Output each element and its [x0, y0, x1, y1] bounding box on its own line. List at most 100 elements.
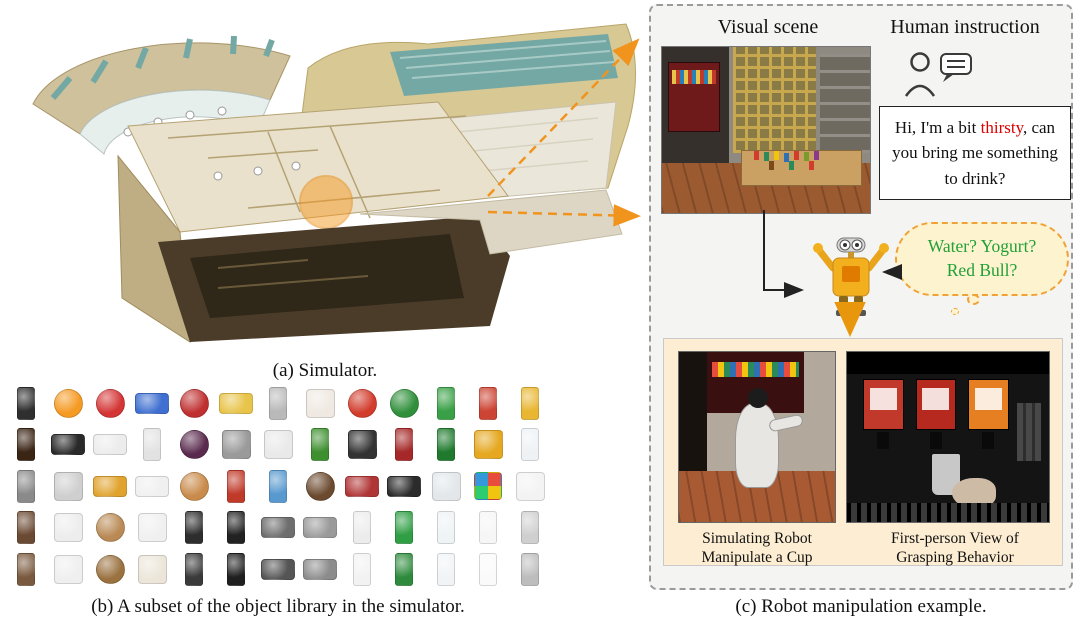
object-trash-bin: [174, 509, 214, 547]
object-red-book: [384, 426, 424, 464]
demo1-drink-cans: [711, 362, 800, 378]
thought-cloud: Water? Yogurt? Red Bull?: [895, 222, 1069, 296]
demo2-nozzle: [929, 431, 942, 449]
object-wet-tissue-pack: [132, 467, 172, 505]
caption-a: (a) Simulator.: [272, 360, 378, 381]
object-red-pouch: [342, 467, 382, 505]
human-instruction-text: Hi, I'm a bit thirsty, can you bring me …: [879, 106, 1071, 200]
demo2-nozzle: [877, 431, 890, 449]
object-kitchen-scale: [48, 509, 88, 547]
object-bead-bracelet: [300, 467, 340, 505]
demo2-dispenser-orange: [968, 379, 1009, 431]
object-orange: [48, 384, 88, 422]
object-green-soda-bottle: [384, 509, 424, 547]
person-speech-icon: [903, 48, 977, 100]
demo2-nozzle: [982, 431, 995, 449]
object-spray-bottle: [342, 509, 382, 547]
object-gray-tray: [300, 509, 340, 547]
object-black-tumbler: [216, 550, 256, 588]
robot-icon: [809, 232, 893, 328]
demo1-robot-body: [735, 403, 779, 488]
demo1-caption: Simulating Robot Manipulate a Cup: [701, 530, 813, 567]
object-ladle: [6, 467, 46, 505]
object-mortar-pestle: [48, 467, 88, 505]
object-rice-cooker: [132, 509, 172, 547]
object-white-bottle: [468, 509, 508, 547]
visual-scene-label: Visual scene: [717, 16, 819, 38]
instruction-prefix: Hi, I'm a bit: [894, 117, 981, 137]
robot-right-arm-icon: [865, 246, 887, 272]
scene-display-table: [741, 149, 862, 187]
object-kettle: [6, 384, 46, 422]
object-paper-roll: [258, 384, 298, 422]
object-milk-carton: [258, 467, 298, 505]
object-paper-cup: [510, 509, 550, 547]
object-pringles-can: [216, 467, 256, 505]
object-serving-tray: [258, 550, 298, 588]
object-juice-box: [426, 384, 466, 422]
person-head-icon: [910, 52, 930, 72]
demo1-robot-head: [747, 387, 768, 409]
object-milk-bottle: [510, 426, 550, 464]
object-yellow-bowl: [216, 384, 256, 422]
scene-shelf: [820, 53, 870, 154]
object-herbal-tea-bottle: [426, 426, 466, 464]
object-chips-bag: [468, 426, 508, 464]
robot-left-arm-icon: [815, 246, 837, 272]
object-trash-cup: [510, 550, 550, 588]
manipulation-demo-panel: Simulating Robot Manipulate a Cup First-…: [663, 338, 1063, 566]
object-body-wash-bottle: [342, 550, 382, 588]
object-watermelon: [384, 384, 424, 422]
object-black-cup: [216, 509, 256, 547]
object-walnut: [90, 550, 130, 588]
object-coffee-cup: [6, 509, 46, 547]
object-shampoo-bottle: [468, 550, 508, 588]
scene-machine-lights: [672, 70, 717, 84]
demo2-dispenser-red-1: [863, 379, 904, 431]
object-bread: [90, 509, 130, 547]
caption-b: (b) A subset of the object library in th…: [91, 596, 465, 617]
object-teddy-bear: [300, 384, 340, 422]
caption-c: (c) Robot manipulation example.: [735, 596, 987, 617]
object-mangosteen: [174, 426, 214, 464]
highlighted-drink-shop: [299, 175, 353, 229]
thought-cloud-bubble-small: [951, 308, 959, 315]
object-milk-carton-2: [426, 550, 466, 588]
demo2-hand: [952, 477, 997, 509]
speech-bubble-icon: [940, 53, 972, 75]
demo2-floor-grate: [847, 503, 1049, 522]
object-soda-bottle: [384, 550, 424, 588]
object-toy-animal: [258, 426, 298, 464]
demo2-glasses: [1016, 403, 1041, 461]
robot-example-panel: Visual scene Human instruction Hi, I'm: [649, 4, 1073, 590]
object-yogurt-drink: [426, 509, 466, 547]
object-rubiks-cube: [468, 467, 508, 505]
object-library-grid: [6, 384, 550, 588]
instruction-highlight-thirsty: thirsty: [980, 117, 1023, 137]
object-donut: [174, 467, 214, 505]
demo2-top-bar: [847, 352, 1049, 375]
first-person-view-image: [846, 351, 1050, 523]
simulator-illustration: [8, 6, 644, 356]
object-card-holder: [342, 426, 382, 464]
object-plastic-cup: [132, 426, 172, 464]
human-instruction-label: Human instruction: [890, 16, 1040, 38]
object-travel-mug: [6, 550, 46, 588]
object-white-bowl: [90, 426, 130, 464]
object-pot-lid: [384, 467, 424, 505]
object-cucumber: [300, 426, 340, 464]
object-metal-tray: [300, 550, 340, 588]
object-snack-box: [468, 384, 508, 422]
visual-scene-image: [661, 46, 871, 214]
scene-bottles: [753, 150, 759, 160]
thought-text: Water? Yogurt? Red Bull?: [927, 236, 1037, 280]
object-milk-powder-box: [132, 550, 172, 588]
robot-manipulation-image: [678, 351, 836, 523]
simulator-isometric-render: [32, 23, 637, 343]
object-lemon-tea-carton: [510, 384, 550, 422]
object-wipes-pack: [132, 384, 172, 422]
object-waste-bin: [174, 550, 214, 588]
demo2-caption: First-person View of Grasping Behavior: [891, 530, 1019, 567]
demo2-dispenser-red-2: [915, 379, 957, 431]
